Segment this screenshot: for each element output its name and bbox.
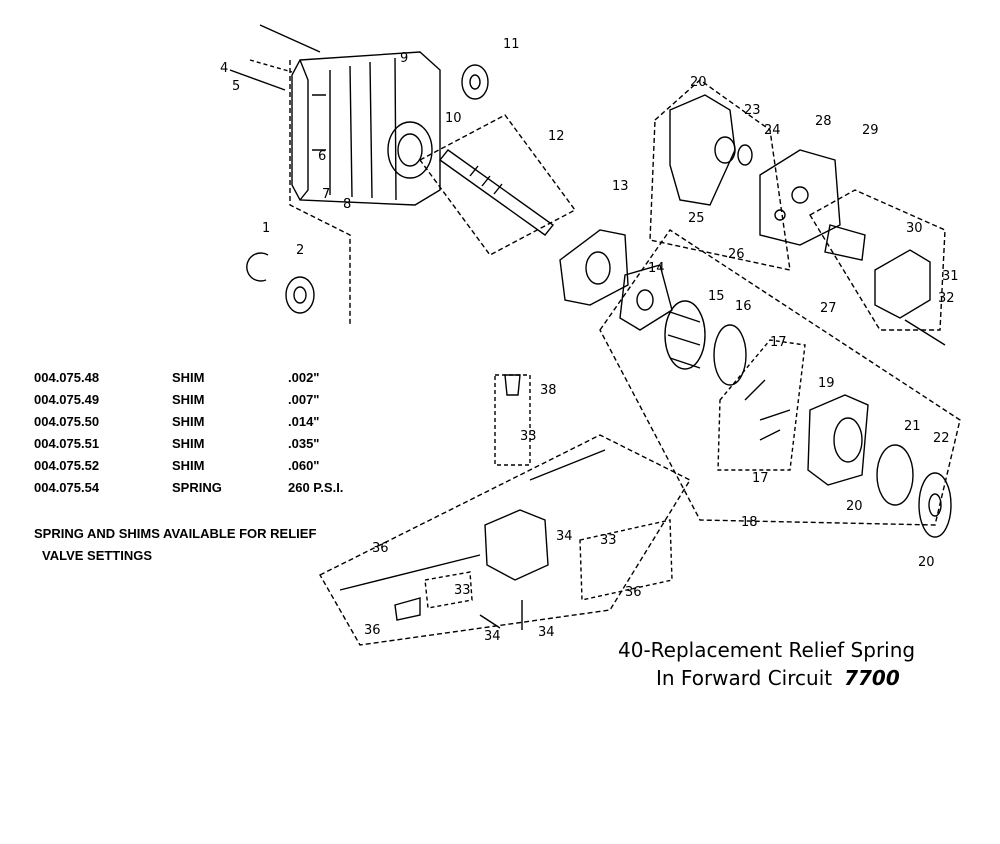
callout-25: 25 (688, 211, 705, 226)
part-number: 004.075.51 (34, 435, 100, 451)
callout-36-b: 36 (364, 623, 381, 638)
callout-20-a: 20 (690, 75, 707, 90)
drive-gear (461, 64, 489, 100)
callout-17-a: 17 (770, 335, 787, 350)
part-description: SHIM (172, 391, 205, 407)
table-row: 004.075.50 SHIM .014" (34, 410, 408, 432)
availability-note: SPRING AND SHIMS AVAILABLE FOR RELIEF VA… (34, 523, 316, 567)
replacement-spring-caption: 40-Replacement Relief Spring In Forward … (618, 636, 915, 692)
part-description: SHIM (172, 369, 205, 385)
lower-manifold (319, 374, 691, 646)
callout-4: 4 (220, 61, 228, 76)
callout-27: 27 (820, 301, 837, 316)
callout-19: 19 (818, 376, 835, 391)
callout-32: 32 (938, 291, 955, 306)
callout-26: 26 (728, 247, 745, 262)
callout-12: 12 (548, 129, 565, 144)
part-number: 004.075.52 (34, 457, 100, 473)
wear-plate (619, 264, 673, 331)
part-number: 004.075.48 (34, 369, 100, 385)
callout-6: 6 (318, 149, 326, 164)
callout-34-c: 34 (538, 625, 555, 640)
end-cap-plates (876, 444, 952, 538)
table-row: 004.075.52 SHIM .060" (34, 454, 408, 476)
callout-23: 23 (744, 103, 761, 118)
end-plate (559, 229, 629, 306)
motor-body (807, 394, 869, 486)
callout-20-b: 20 (846, 499, 863, 514)
callout-29: 29 (862, 123, 879, 138)
note-line-1: SPRING AND SHIMS AVAILABLE FOR RELIEF (34, 526, 317, 541)
callout-38: 38 (540, 383, 557, 398)
callout-7: 7 (322, 187, 330, 202)
part-value: 260 P.S.I. (288, 479, 344, 495)
callout-24: 24 (764, 123, 781, 138)
relief-valve-block (809, 189, 946, 346)
callout-31: 31 (942, 269, 959, 284)
check-valve-parts (717, 339, 806, 471)
callout-30: 30 (906, 221, 923, 236)
callout-34-b: 34 (484, 629, 501, 644)
callout-18: 18 (741, 515, 758, 530)
callout-10: 10 (445, 111, 462, 126)
part-description: SPRING (172, 479, 222, 495)
callout-11: 11 (503, 37, 520, 52)
callout-2: 2 (296, 243, 304, 258)
part-value: .035" (288, 435, 320, 451)
part-value: .002" (288, 369, 320, 385)
gerotor-set (599, 229, 961, 526)
retaining-ring-and-gear (246, 252, 315, 314)
callout-1: 1 (262, 221, 270, 236)
table-row: 004.075.49 SHIM .007" (34, 388, 408, 410)
callout-5: 5 (232, 79, 240, 94)
callout-22: 22 (933, 431, 950, 446)
part-description: SHIM (172, 435, 205, 451)
table-row: 004.075.51 SHIM .035" (34, 432, 408, 454)
note-line-2: VALVE SETTINGS (42, 548, 153, 563)
callout-17-b: 17 (752, 471, 769, 486)
part-value: .014" (288, 413, 320, 429)
cover-group (649, 79, 841, 271)
callout-13: 13 (612, 179, 629, 194)
model-number: 7700 (844, 666, 900, 690)
part-value: .007" (288, 391, 320, 407)
callout-15: 15 (708, 289, 725, 304)
caption-line-1: 40-Replacement Relief Spring (618, 638, 916, 662)
callout-9: 9 (400, 51, 408, 66)
callout-33-c: 33 (454, 583, 471, 598)
callout-34-a: 34 (556, 529, 573, 544)
part-number: 004.075.54 (34, 479, 100, 495)
caption-circuit: In Forward Circuit (656, 666, 833, 690)
callout-16: 16 (735, 299, 752, 314)
callout-20-c: 20 (918, 555, 935, 570)
part-value: .060" (288, 457, 320, 473)
callout-14: 14 (648, 261, 665, 276)
callout-33-b: 33 (600, 533, 617, 548)
shim-spring-parts-table: 004.075.48 SHIM .002" 004.075.49 SHIM .0… (34, 366, 408, 498)
table-row: 004.075.54 SPRING 260 P.S.I. (34, 476, 408, 498)
part-number: 004.075.50 (34, 413, 100, 429)
drive-shaft (418, 114, 577, 256)
part-number: 004.075.49 (34, 391, 100, 407)
caption-line-2: In Forward Circuit 7700 (618, 664, 915, 692)
callout-labels: 1 2 4 5 6 7 8 9 10 11 12 13 14 15 16 17 … (220, 37, 959, 644)
callout-36-a: 36 (372, 541, 389, 556)
callout-8: 8 (343, 197, 351, 212)
part-description: SHIM (172, 457, 205, 473)
part-description: SHIM (172, 413, 205, 429)
callout-33-a: 33 (520, 429, 537, 444)
callout-21: 21 (904, 419, 921, 434)
callout-36-c: 36 (625, 585, 642, 600)
table-row: 004.075.48 SHIM .002" (34, 366, 408, 388)
callout-28: 28 (815, 114, 832, 129)
pump-housing (229, 24, 441, 325)
